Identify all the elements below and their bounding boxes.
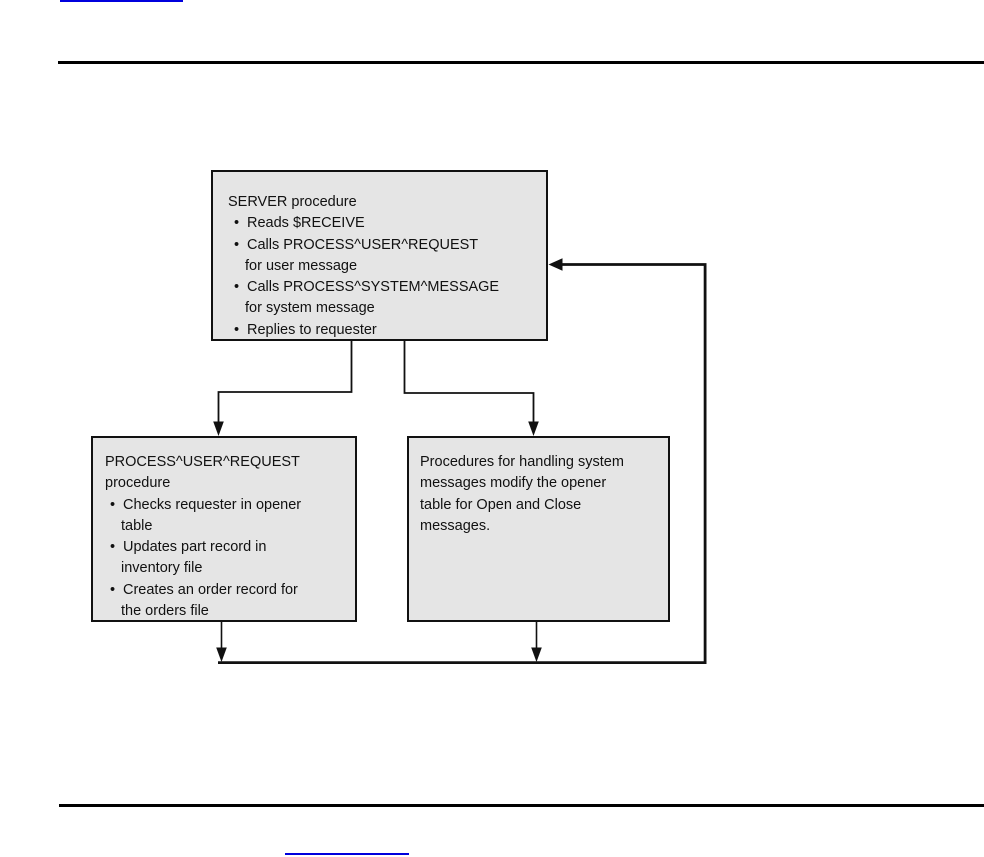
server-box-item-wrap: for system message xyxy=(245,300,375,317)
arrow-server-to-user-request xyxy=(213,340,353,436)
server-box-item-text: Reads $RECEIVE xyxy=(247,215,365,232)
server-box-item-text: Replies to requester xyxy=(247,321,377,338)
server-box-item: • Calls PROCESS^SYSTEM^MESSAGE xyxy=(228,277,538,298)
user-request-box-item: • Checks requester in opener xyxy=(105,495,349,516)
bullet-icon: • xyxy=(110,581,116,598)
process-user-request-box: PROCESS^USER^REQUEST procedure • Checks … xyxy=(91,436,357,622)
server-procedure-box: SERVER procedure • Reads $RECEIVE • Call… xyxy=(211,170,548,341)
bullet-icon: • xyxy=(234,215,240,232)
arrow-system-handlers-to-loop xyxy=(531,621,542,662)
bullet-icon: • xyxy=(110,539,116,556)
user-request-box-item: • Updates part record in xyxy=(105,537,349,558)
bullet-icon: • xyxy=(234,321,240,338)
system-box-line: table for Open and Close xyxy=(420,496,582,513)
server-box-item-text: Calls PROCESS^USER^REQUEST xyxy=(247,236,479,253)
server-box-item: • Calls PROCESS^USER^REQUEST xyxy=(228,235,538,256)
bullet-icon: • xyxy=(110,496,116,513)
system-box-line: messages modify the opener xyxy=(420,475,607,492)
user-request-box-title: PROCESS^USER^REQUEST xyxy=(105,454,300,470)
arrow-server-to-system-handlers xyxy=(403,340,539,436)
bullet-icon: • xyxy=(234,279,240,296)
user-request-box-item-wrap: inventory file xyxy=(121,560,203,577)
top-link-underline[interactable] xyxy=(60,0,183,2)
system-box-line: messages. xyxy=(420,517,491,534)
bullet-icon: • xyxy=(234,236,240,253)
server-box-item: • Reads $RECEIVE xyxy=(228,213,538,234)
server-box-item-wrap: for user message xyxy=(245,257,358,274)
system-box-line: Procedures for handling system xyxy=(420,454,624,470)
user-request-box-title-wrap: procedure xyxy=(105,475,171,492)
user-request-box-item-text: Checks requester in opener xyxy=(123,496,302,513)
bottom-link-underline[interactable] xyxy=(285,853,409,855)
user-request-box-item-wrap: table xyxy=(121,517,153,534)
top-divider xyxy=(58,61,984,64)
server-box-item: • Replies to requester xyxy=(228,320,538,341)
user-request-box-item-text: Updates part record in xyxy=(123,539,267,556)
user-request-box-item: • Creates an order record for xyxy=(105,580,349,601)
user-request-box-item-text: Creates an order record for xyxy=(123,581,298,598)
bottom-divider xyxy=(59,804,984,807)
user-request-box-item-wrap: the orders file xyxy=(121,603,209,620)
server-box-title: SERVER procedure xyxy=(228,194,357,210)
server-box-item-text: Calls PROCESS^SYSTEM^MESSAGE xyxy=(247,279,500,296)
arrow-user-request-to-loop xyxy=(216,621,227,662)
system-message-handlers-box: Procedures for handling system messages … xyxy=(407,436,670,622)
